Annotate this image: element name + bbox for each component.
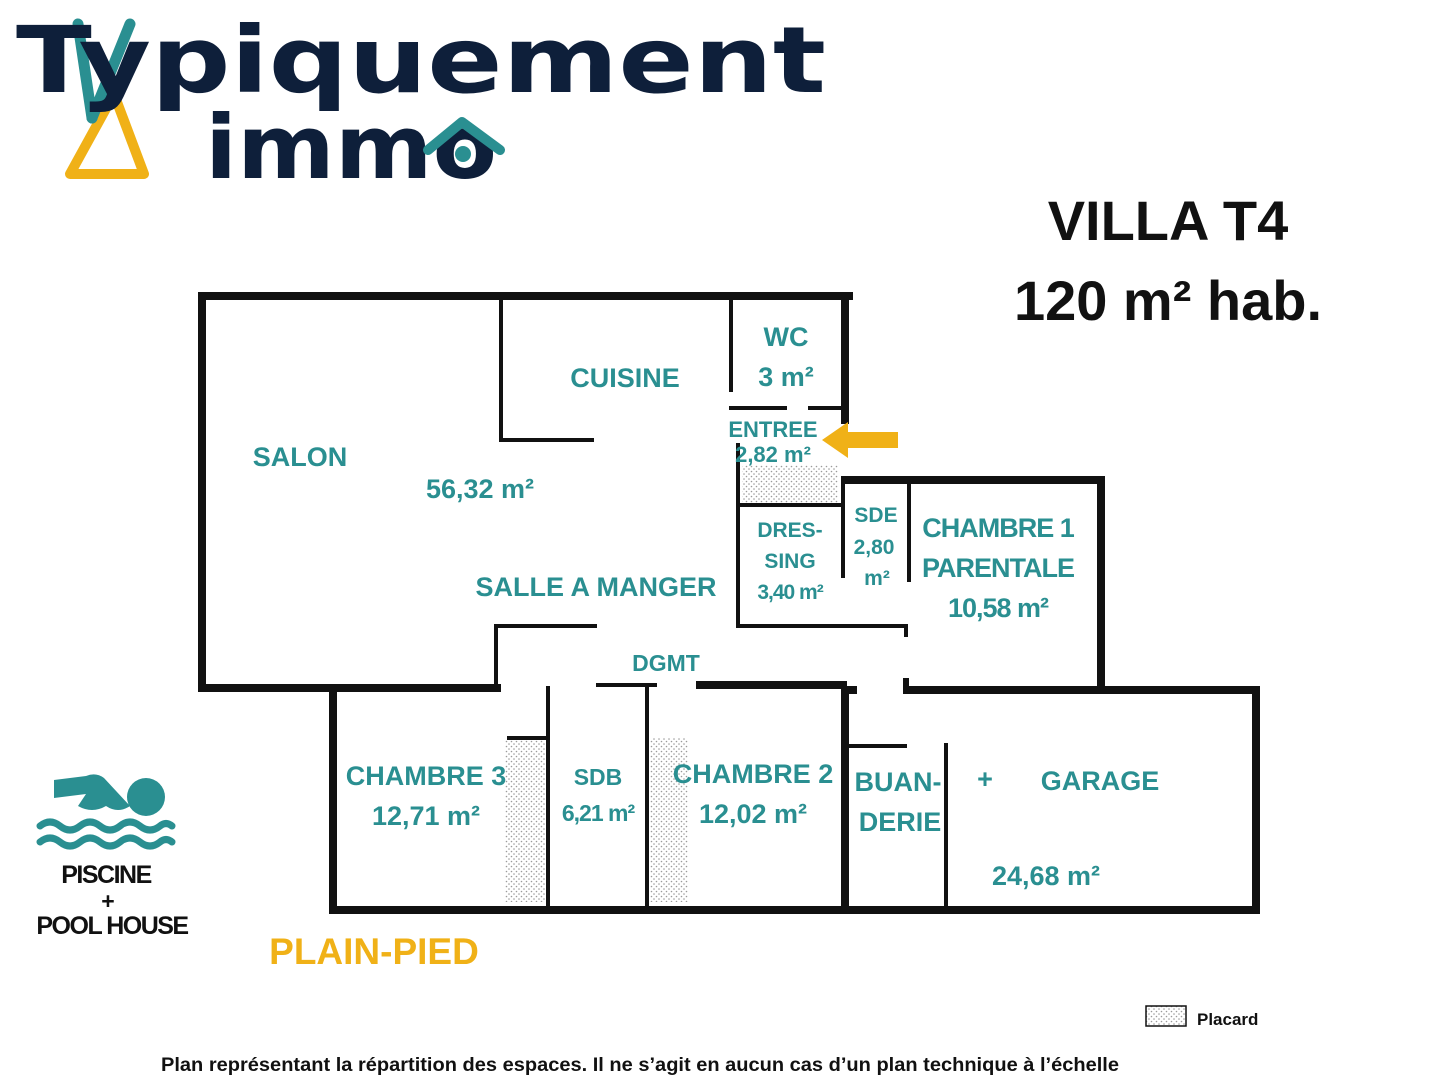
- disclaimer-text: Plan représentant la répartition des esp…: [161, 1055, 1119, 1076]
- area-entree: 2,82 m²: [735, 442, 811, 467]
- room-label-salle-a-manger: SALLE A MANGER: [476, 572, 717, 602]
- logo-text-line2: immo: [205, 96, 497, 199]
- area-wc: 3 m²: [758, 362, 814, 392]
- walls: [198, 292, 1260, 914]
- property-type-title: VILLA T4: [1048, 189, 1289, 252]
- room-label-chambre3: CHAMBRE 3: [346, 761, 507, 791]
- area-chambre2: 12,02 m²: [699, 799, 807, 829]
- entree-closet: [742, 465, 838, 503]
- a-frame-logo-icon: [65, 18, 149, 179]
- chambre3-closet: [505, 740, 545, 902]
- room-label-sde: SDE: [854, 504, 897, 527]
- legend-placard-swatch: [1145, 1005, 1187, 1027]
- room-label-entree: ENTREE: [728, 417, 817, 442]
- room-label-buanderie-2: DERIE: [859, 807, 942, 837]
- logo-text-line1: Typiquement: [16, 7, 826, 114]
- entrance-arrow-icon: [822, 422, 898, 458]
- room-label-chambre1-line2: PARENTALE: [922, 553, 1074, 583]
- pool-label-plus: +: [101, 888, 114, 914]
- chambre2-closet: [650, 738, 688, 902]
- area-sde-2: m²: [864, 567, 890, 590]
- house-roof-icon: [423, 117, 505, 162]
- room-label-dressing-1: DRES-: [757, 519, 822, 542]
- room-label-salon: SALON: [253, 442, 348, 472]
- room-label-chambre1-line1: CHAMBRE 1: [922, 513, 1074, 543]
- area-sde-1: 2,80: [854, 536, 895, 559]
- room-label-plus: +: [977, 764, 993, 794]
- room-label-buanderie-1: BUAN-: [855, 767, 942, 797]
- room-label-cuisine: CUISINE: [570, 363, 680, 393]
- area-garage: 24,68 m²: [992, 861, 1100, 891]
- room-label-dressing-2: SING: [764, 550, 815, 573]
- area-dressing: 3,40 m²: [757, 581, 823, 604]
- room-label-wc: WC: [764, 322, 809, 352]
- legend: Placard: [1145, 1005, 1258, 1029]
- area-chambre1: 10,58 m²: [948, 593, 1049, 623]
- room-label-garage: GARAGE: [1041, 766, 1160, 796]
- area-salon: 56,32 m²: [426, 474, 534, 504]
- room-label-dgmt: DGMT: [632, 650, 700, 676]
- living-area-title: 120 m² hab.: [1014, 269, 1322, 332]
- room-label-sdb: SDB: [574, 764, 623, 790]
- pool-label-piscine: PISCINE: [61, 861, 151, 889]
- pool-label-pool-house: POOL HOUSE: [36, 912, 188, 940]
- area-chambre3: 12,71 m²: [372, 801, 480, 831]
- level-label: PLAIN-PIED: [269, 931, 479, 972]
- brand-logo: Typiquement immo: [16, 7, 826, 199]
- room-label-chambre2: CHAMBRE 2: [673, 759, 834, 789]
- area-sdb: 6,21 m²: [562, 800, 636, 826]
- legend-placard-label: Placard: [1197, 1010, 1258, 1029]
- swimmer-icon: [36, 774, 176, 850]
